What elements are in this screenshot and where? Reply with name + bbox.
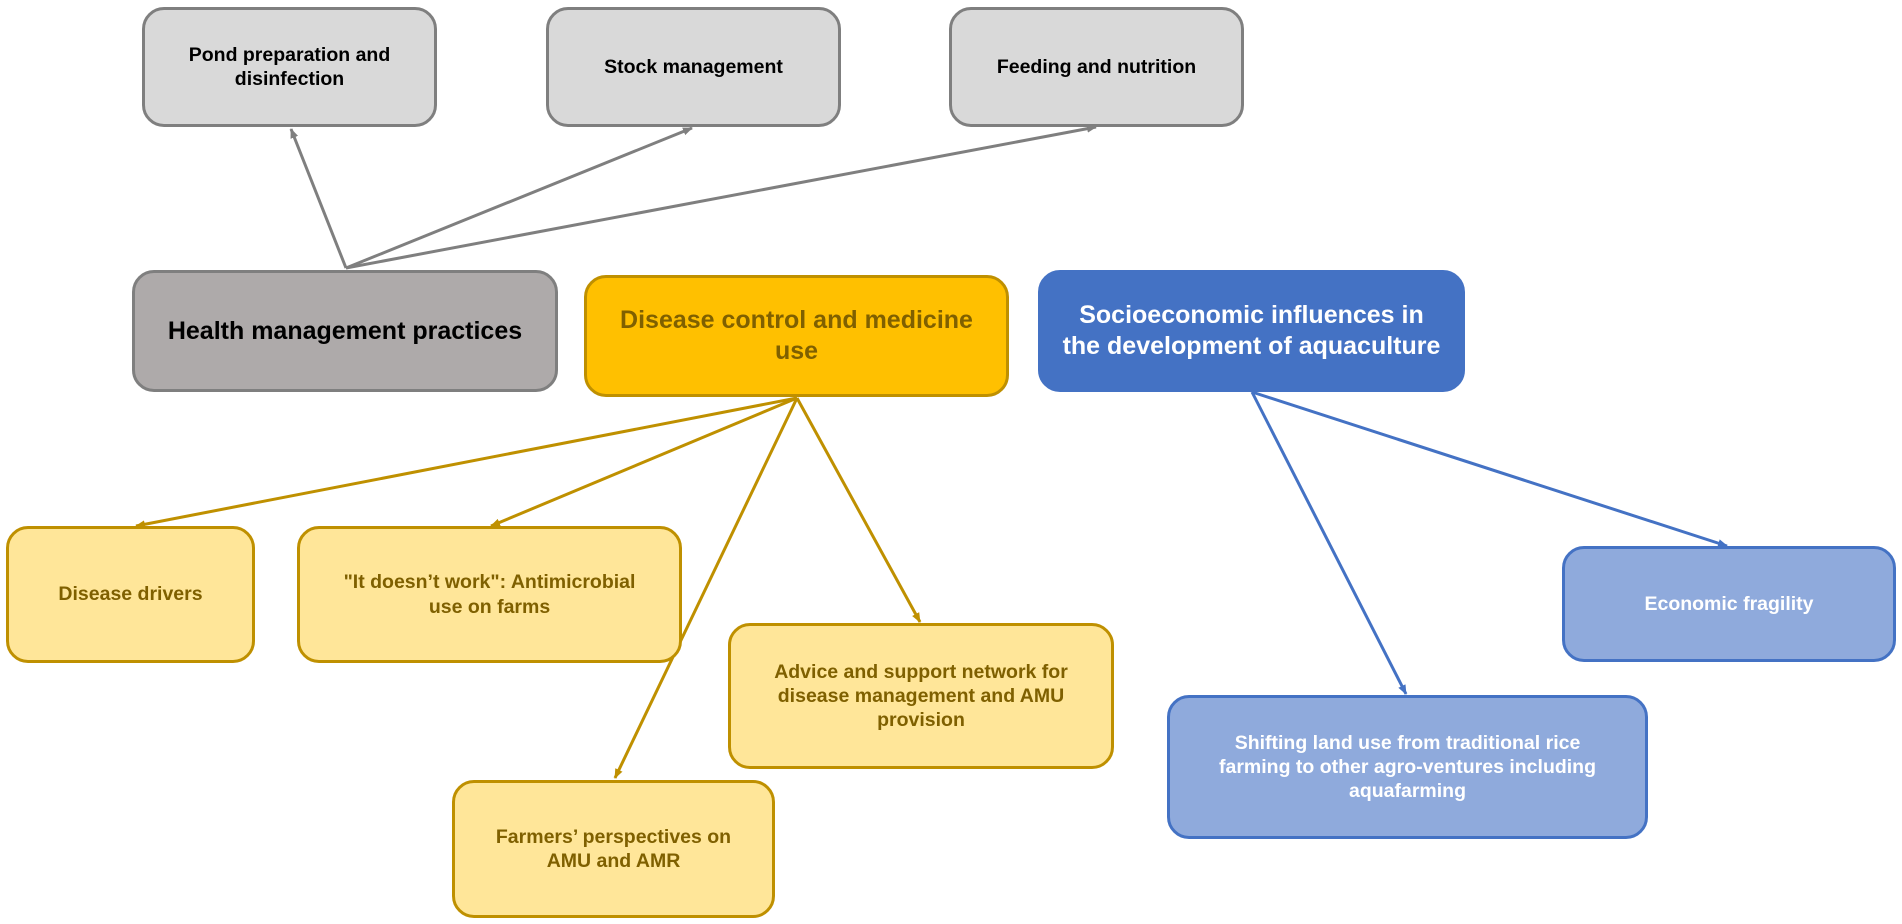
node-disease-drivers-label: Disease drivers xyxy=(58,583,203,606)
edge-health-to-pond xyxy=(289,128,348,269)
node-disease-control-label: Disease control and medicine use xyxy=(620,306,973,365)
node-advice-support-label: Advice and support network for disease m… xyxy=(774,660,1068,732)
node-stock-management: Stock management xyxy=(546,7,841,127)
node-farmers-perspectives: Farmers’ perspectives on AMU and AMR xyxy=(452,780,775,918)
node-farmers-perspectives-label: Farmers’ perspectives on AMU and AMR xyxy=(495,825,732,872)
edge-disease-to-drivers xyxy=(135,396,798,529)
node-shifting-land-use: Shifting land use from traditional rice … xyxy=(1167,695,1648,839)
node-advice-support: Advice and support network for disease m… xyxy=(728,623,1114,769)
edge-disease-to-perspectives xyxy=(613,397,799,779)
edge-disease-to-advice xyxy=(795,397,922,623)
node-health-management: Health management practices xyxy=(132,270,558,392)
edge-health-to-stock xyxy=(345,126,693,270)
edge-socio-to-economic xyxy=(1251,390,1728,548)
node-it-doesnt-work-label: "It doesn’t work": Antimicrobial use on … xyxy=(343,571,636,618)
edge-health-to-feeding xyxy=(345,124,1097,270)
node-health-management-label: Health management practices xyxy=(167,316,523,345)
node-socioeconomic-label: Socioeconomic influences in the developm… xyxy=(1062,301,1441,360)
edge-socio-to-land-use xyxy=(1250,391,1408,695)
node-it-doesnt-work: "It doesn’t work": Antimicrobial use on … xyxy=(297,526,682,663)
node-disease-drivers: Disease drivers xyxy=(6,526,255,663)
node-feeding-nutrition-label: Feeding and nutrition xyxy=(996,55,1197,78)
node-shifting-land-use-label: Shifting land use from traditional rice … xyxy=(1218,731,1597,803)
node-socioeconomic: Socioeconomic influences in the developm… xyxy=(1038,270,1465,392)
node-stock-management-label: Stock management xyxy=(604,55,783,78)
edge-disease-to-doesnt-work xyxy=(490,396,798,528)
node-economic-fragility-label: Economic fragility xyxy=(1644,592,1814,615)
node-pond-preparation: Pond preparation and disinfection xyxy=(142,7,437,127)
node-economic-fragility: Economic fragility xyxy=(1562,546,1896,662)
node-feeding-nutrition: Feeding and nutrition xyxy=(949,7,1244,127)
node-pond-preparation-label: Pond preparation and disinfection xyxy=(188,43,391,90)
node-disease-control: Disease control and medicine use xyxy=(584,275,1009,397)
